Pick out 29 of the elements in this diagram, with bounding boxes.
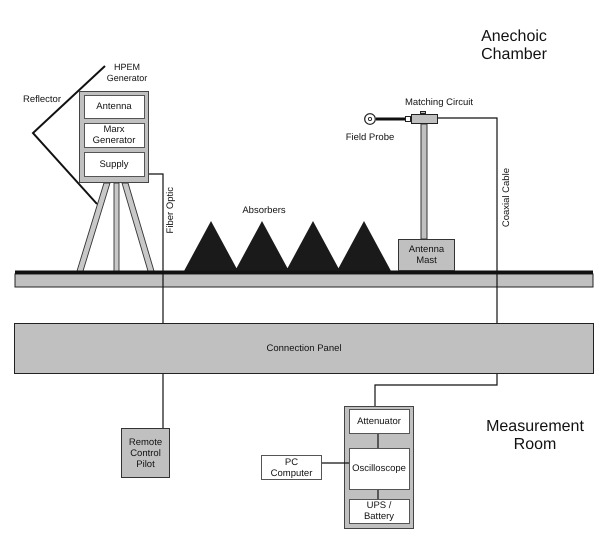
device-box: Supply [84,152,144,176]
connector-line [322,462,349,464]
device-box: Marx Generator [84,122,144,148]
part-label: Absorbers [241,205,287,216]
mast-base-box: Antenna Mast [398,239,455,271]
device-box: Attenuator [348,408,410,434]
connector-line [377,434,379,448]
device-box: PC Computer [261,455,322,480]
edge-label: Coaxial Cable [501,168,512,228]
junction-box-icon [405,111,438,124]
area-label: Anechoic Chamber [480,28,548,64]
part-label: Reflector [22,94,62,105]
device-box: UPS / Battery [348,498,410,524]
node-heading: HPEM Generator [106,62,148,84]
connector-line [377,490,379,499]
device-box: Remote Control Pilot [121,428,170,478]
cable-line [376,118,405,120]
cable-line [149,173,164,323]
cable-line [438,117,498,323]
cable-line [162,374,164,428]
panel-bar: Connection Panel [14,323,594,374]
area-label: Measurement Room [485,418,585,454]
cable-line [374,374,498,406]
device-box: Oscilloscope [348,448,410,490]
circle-dot-icon [364,113,376,125]
component-label: Field Probe [344,132,396,143]
edge-label: Fiber Optic [165,187,176,234]
device-box: Antenna [84,94,144,118]
component-label: Matching Circuit [404,97,474,108]
